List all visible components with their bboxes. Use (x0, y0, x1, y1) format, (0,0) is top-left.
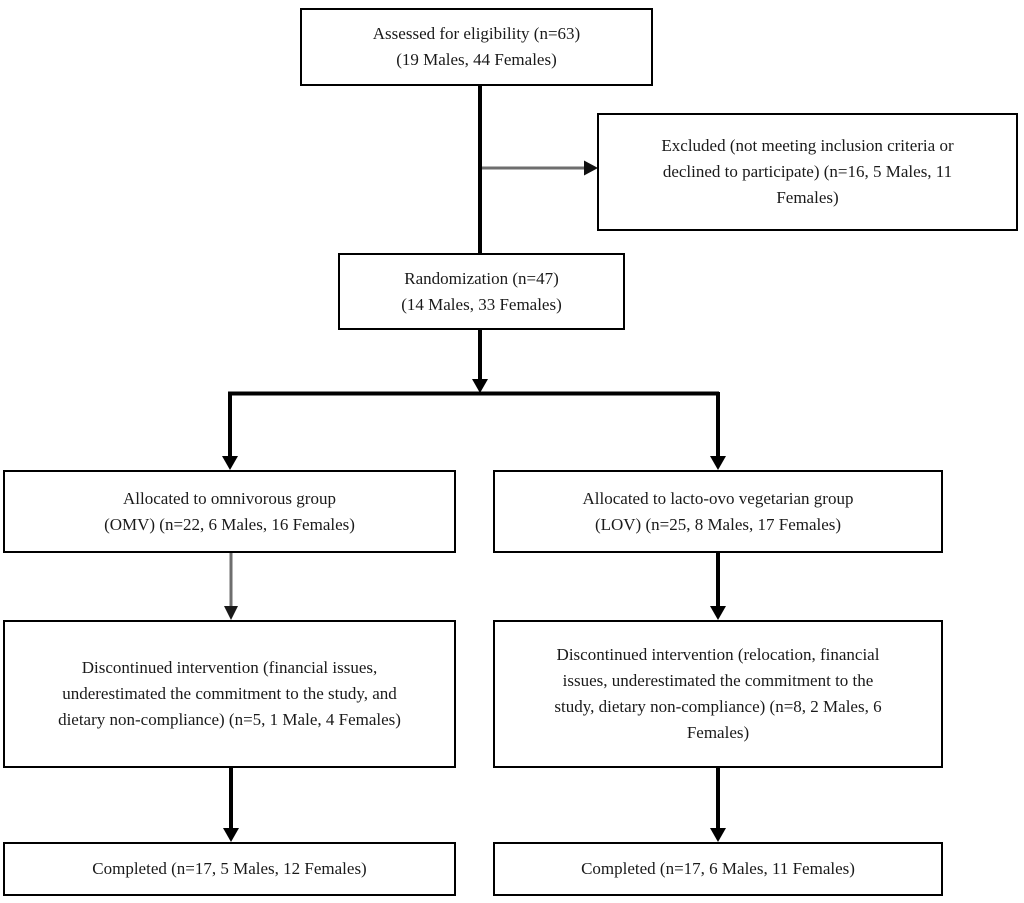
node-completed-omv: Completed (n=17, 5 Males, 12 Females) (3, 842, 456, 896)
node-completed-lov-text: Completed (n=17, 6 Males, 11 Females) (581, 859, 855, 878)
node-allocated-lov: Allocated to lacto-ovo vegetarian group … (493, 470, 943, 553)
arrowhead-splitbar (472, 379, 488, 393)
node-assessed-text: Assessed for eligibility (n=63) (19 Male… (372, 24, 581, 69)
arrowhead-allocated-omv (222, 456, 238, 470)
node-assessed: Assessed for eligibility (n=63) (19 Male… (300, 8, 653, 86)
node-completed-lov: Completed (n=17, 6 Males, 11 Females) (493, 842, 943, 896)
node-discontinued-lov-text: Discontinued intervention (relocation, f… (554, 645, 882, 742)
node-excluded: Excluded (not meeting inclusion criteria… (597, 113, 1018, 231)
node-discontinued-lov: Discontinued intervention (relocation, f… (493, 620, 943, 768)
node-allocated-omv-text: Allocated to omnivorous group (OMV) (n=2… (104, 488, 355, 534)
arrowhead-completed-lov (710, 828, 726, 842)
arrowhead-discontinued-lov (710, 606, 726, 620)
node-discontinued-omv: Discontinued intervention (financial iss… (3, 620, 456, 768)
node-allocated-lov-text: Allocated to lacto-ovo vegetarian group … (582, 488, 854, 534)
arrowhead-discontinued-omv (224, 606, 238, 620)
node-randomization-text: Randomization (n=47) (14 Males, 33 Femal… (401, 268, 562, 314)
arrowhead-allocated-lov (710, 456, 726, 470)
node-allocated-omv: Allocated to omnivorous group (OMV) (n=2… (3, 470, 456, 553)
node-discontinued-omv-text: Discontinued intervention (financial iss… (58, 658, 401, 729)
arrowhead-completed-omv (223, 828, 239, 842)
node-excluded-text: Excluded (not meeting inclusion criteria… (661, 136, 954, 207)
node-completed-omv-text: Completed (n=17, 5 Males, 12 Females) (92, 859, 367, 878)
node-randomization: Randomization (n=47) (14 Males, 33 Femal… (338, 253, 625, 330)
arrowhead-excluded (584, 160, 598, 176)
